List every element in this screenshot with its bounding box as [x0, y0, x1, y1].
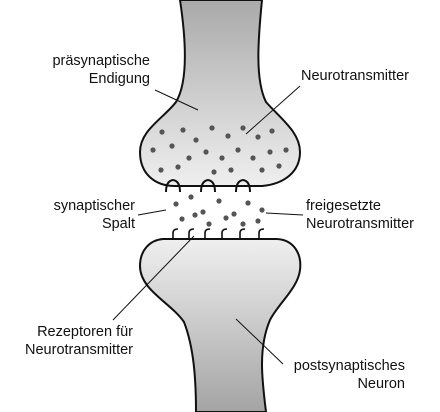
vesicle: [159, 129, 164, 134]
vesicle: [240, 125, 245, 130]
vesicle: [228, 167, 233, 172]
neurotransmitter-dot: [223, 215, 228, 220]
label-postsynaptic-line2: Neuron: [357, 376, 405, 392]
vesicle: [259, 167, 264, 172]
vesicle: [203, 149, 208, 154]
receptor: [205, 229, 210, 239]
vesicle: [283, 147, 288, 152]
neurotransmitter-dot: [206, 221, 211, 226]
receptors: [173, 229, 264, 239]
vesicle: [193, 137, 198, 142]
vesicle: [209, 125, 214, 130]
receptor: [222, 229, 227, 239]
vesicle: [180, 127, 185, 132]
label-cleft-line1: synaptischer: [54, 198, 136, 214]
neurotransmitter-dot: [259, 207, 264, 212]
label-postsynaptic-line1: postsynaptisches: [294, 358, 405, 374]
vesicle: [175, 164, 180, 169]
vesicle: [267, 149, 272, 154]
receptor: [173, 229, 178, 239]
receptor: [240, 229, 245, 239]
neurotransmitter-dot: [179, 216, 184, 221]
vesicle: [186, 155, 191, 160]
leader-cleft: [138, 210, 166, 215]
vesicle: [169, 143, 174, 148]
label-released-line2: Neurotransmitter: [306, 216, 414, 232]
label-neurotransmitter: Neurotransmitter: [301, 68, 409, 84]
neurotransmitter-dot: [240, 221, 245, 226]
receptor: [189, 229, 194, 239]
vesicle: [211, 169, 216, 174]
neurotransmitter-dot: [188, 194, 193, 199]
label-receptors-line2: Neurotransmitter: [25, 342, 133, 358]
neurotransmitter-dot: [245, 200, 250, 205]
neurotransmitter-dot: [173, 201, 178, 206]
label-cleft-line2: Spalt: [102, 216, 135, 232]
vesicle: [150, 147, 155, 152]
vesicle: [250, 155, 255, 160]
leader-released: [266, 213, 303, 215]
neurotransmitter-dot: [192, 212, 197, 217]
vesicle: [269, 128, 274, 133]
label-receptors-line1: Rezeptoren für: [37, 324, 133, 340]
neurotransmitter-dot: [200, 209, 205, 214]
vesicle: [255, 134, 260, 139]
vesicle: [225, 133, 230, 138]
neurotransmitter-dot: [255, 218, 260, 223]
receptor: [259, 229, 264, 239]
neurotransmitter-dot: [231, 211, 236, 216]
postsynaptic-neuron: [140, 239, 300, 412]
label-released-line1: freigesetzte: [306, 198, 381, 214]
vesicle: [219, 155, 224, 160]
vesicle: [276, 163, 281, 168]
vesicle: [235, 147, 240, 152]
released-neurotransmitters: [173, 194, 264, 226]
neurotransmitter-dot: [216, 198, 221, 203]
vesicle: [158, 167, 163, 172]
label-presynaptic-line2: Endigung: [89, 71, 150, 87]
label-presynaptic-line1: präsynaptische: [52, 53, 150, 69]
